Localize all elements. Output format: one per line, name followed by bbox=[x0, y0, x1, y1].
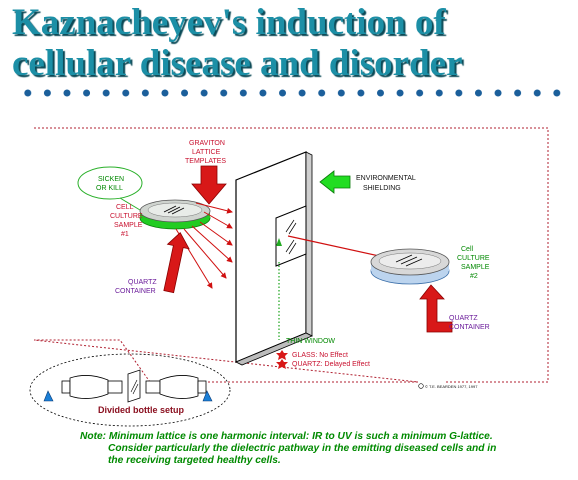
copyright-badge-icon bbox=[418, 383, 424, 389]
sicken-bubble bbox=[77, 166, 143, 200]
dotted-frame bbox=[33, 127, 549, 383]
divided-bottle-label: Divided bottle setup bbox=[98, 405, 185, 415]
diagram-labels: GRAVITON LATTICE TEMPLATES ENVIRONMENTAL… bbox=[96, 140, 490, 389]
cell1-label-4: #1 bbox=[121, 231, 129, 238]
quartz2-label-1: QUARTZ bbox=[449, 315, 478, 322]
cell2-label-3: SAMPLE bbox=[461, 264, 490, 271]
cell1-label-2: CULTURE bbox=[110, 213, 143, 220]
divided-bottle-callout: Divided bottle setup bbox=[29, 353, 231, 427]
title-line-2: cellular disease and disorder bbox=[12, 43, 463, 84]
cell1-label-1: CELL bbox=[116, 204, 134, 211]
quartz-arrow-2-icon bbox=[419, 284, 453, 333]
glass-label: GLASS: No Effect bbox=[292, 352, 348, 359]
quartz-effect-label: QUARTZ: Delayed Effect bbox=[292, 361, 370, 368]
sicken-label-1: SICKEN bbox=[98, 176, 124, 183]
note-line-1: Note: Minimum lattice is one harmonic in… bbox=[80, 431, 493, 442]
shielding-panel bbox=[235, 151, 313, 366]
graviton-label-2: LATTICE bbox=[192, 149, 221, 156]
bottle-right-icon bbox=[145, 375, 207, 399]
quartz1-label-2: CONTAINER bbox=[115, 288, 156, 295]
environmental-label-2: SHIELDING bbox=[363, 185, 401, 192]
note-line-2: Consider particularly the dielectric pat… bbox=[108, 443, 497, 454]
dotted-divider bbox=[18, 88, 566, 98]
quartz1-label-1: QUARTZ bbox=[128, 279, 157, 286]
page-title: Kaznacheyev's induction of cellular dise… bbox=[12, 2, 572, 84]
environmental-label-1: ENVIRONMENTAL bbox=[356, 175, 416, 182]
thin-window bbox=[275, 205, 307, 267]
quartz2-label-2: CONTAINER bbox=[449, 324, 490, 331]
cell2-label-4: #2 bbox=[470, 273, 478, 280]
thin-window-label: THIN WINDOW bbox=[286, 338, 335, 345]
blue-stopper-left-icon bbox=[43, 390, 54, 402]
sicken-label-2: OR KILL bbox=[96, 185, 123, 192]
divider-plate-icon bbox=[127, 369, 141, 403]
green-small-arrow-icon bbox=[276, 238, 282, 246]
glass-star-icon bbox=[276, 350, 288, 360]
note-text: Note: Minimum lattice is one harmonic in… bbox=[80, 431, 574, 467]
copyright-label: © T.E. BEARDEN 1977, 1997 bbox=[425, 384, 478, 389]
graviton-label-3: TEMPLATES bbox=[185, 158, 226, 165]
cell-sample-2 bbox=[370, 248, 450, 285]
quartz-star-icon bbox=[276, 359, 288, 369]
cell-sample-1 bbox=[139, 199, 211, 230]
graviton-label-1: GRAVITON bbox=[189, 140, 225, 147]
cell1-label-3: SAMPLE bbox=[114, 222, 143, 229]
bottle-left-icon bbox=[61, 375, 123, 399]
cell2-label-1: Cell bbox=[461, 246, 474, 253]
note-line-3: the receiving targeted healthy cells. bbox=[108, 455, 281, 466]
title-line-1: Kaznacheyev's induction of bbox=[12, 2, 446, 43]
graviton-arrow-icon bbox=[191, 165, 227, 205]
shielding-arrow-icon bbox=[319, 170, 351, 194]
blue-stopper-right-icon bbox=[202, 390, 213, 402]
quartz-arrow-1-icon bbox=[163, 232, 190, 294]
cell2-label-2: CULTURE bbox=[457, 255, 490, 262]
